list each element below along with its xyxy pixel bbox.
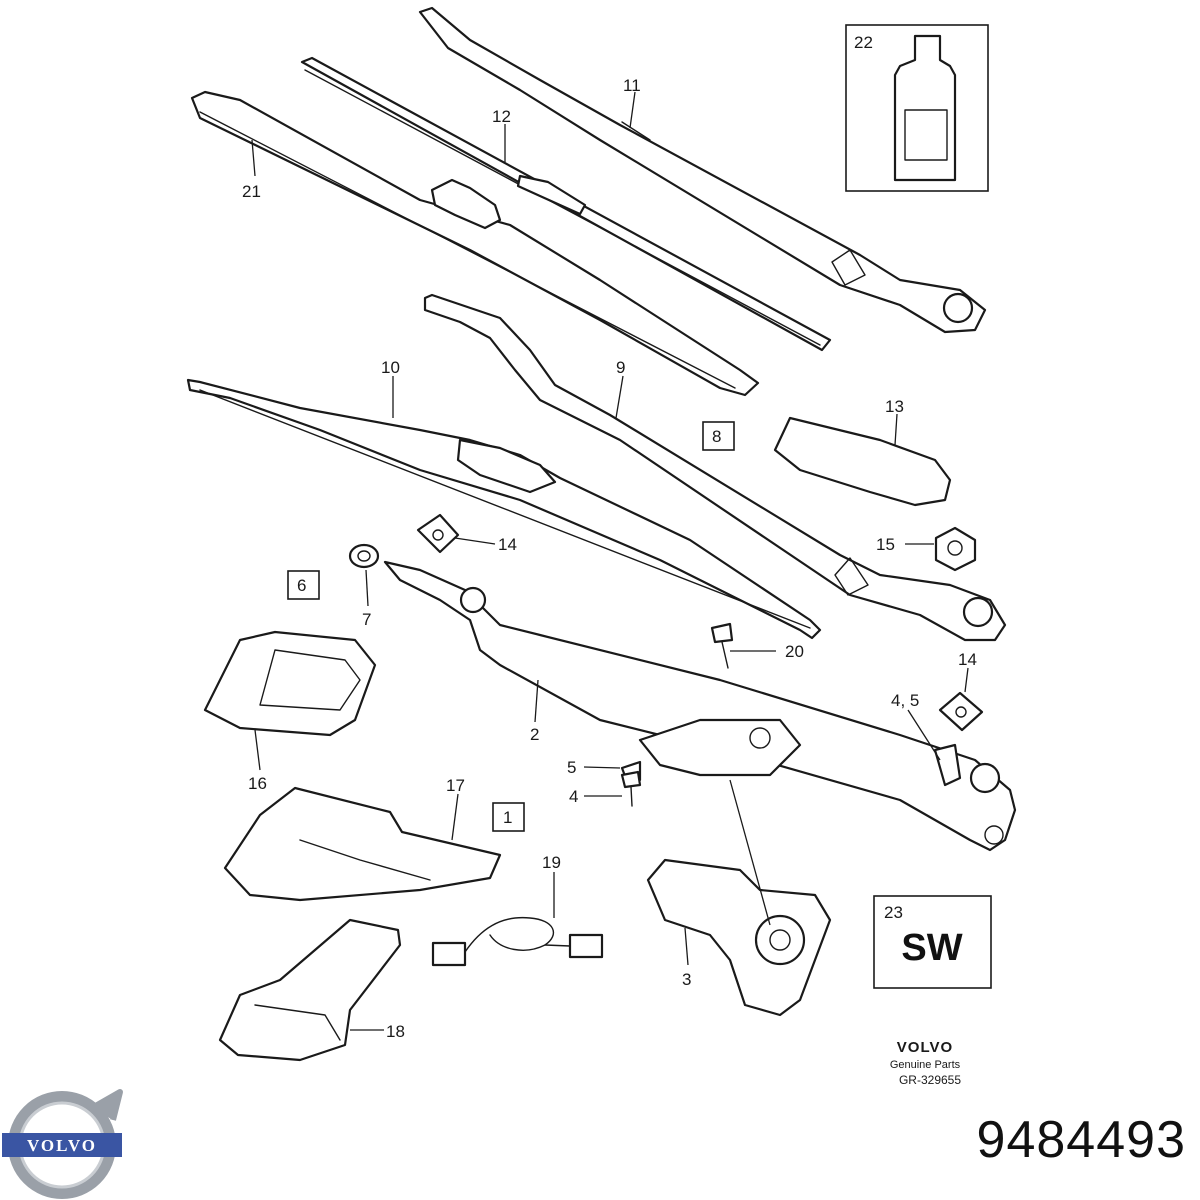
nut-15: [934, 526, 977, 572]
callout-14-upper: 14: [498, 535, 517, 554]
callout-16: 16: [248, 774, 267, 793]
callout-20: 20: [785, 642, 804, 661]
callout-13: 13: [885, 397, 904, 416]
bolt-20: [710, 622, 734, 669]
callout-4: 4: [569, 787, 578, 806]
callout-9: 9: [616, 358, 625, 377]
sw-box-23: 23 SW: [873, 895, 992, 989]
callout-18: 18: [386, 1022, 405, 1041]
callout-11: 11: [623, 76, 641, 95]
cover-16: [203, 630, 377, 737]
callout-8: 8: [712, 427, 721, 446]
clip-14-upper: [416, 513, 460, 554]
callout-3: 3: [682, 970, 691, 989]
motor-3: [646, 858, 832, 1017]
footer-subtitle: Genuine Parts: [890, 1059, 961, 1071]
arm-cover-13: [773, 416, 952, 507]
volvo-logo-text: VOLVO: [27, 1136, 97, 1155]
callout-19: 19: [542, 853, 561, 872]
callout-5: 5: [567, 758, 576, 777]
fluid-bottle-box: [845, 24, 989, 192]
linkage-2: [383, 560, 1017, 852]
callout-4-5: 4, 5: [891, 691, 919, 710]
part-number: 9484493: [976, 1111, 1186, 1169]
callout-1: 1: [503, 808, 512, 827]
leader-lines: [251, 91, 969, 1031]
callout-15: 15: [876, 535, 895, 554]
callout-10: 10: [381, 358, 400, 377]
callout-23: 23: [884, 903, 903, 922]
callout-box-8: [702, 421, 735, 451]
wiper-arm-9: [423, 293, 1007, 642]
bolt-4: [620, 770, 642, 807]
callout-12: 12: [492, 107, 511, 126]
grommet-7: [348, 543, 380, 569]
callout-7: 7: [362, 610, 371, 629]
callout-box-1: [492, 802, 525, 832]
sw-label: SW: [901, 927, 962, 969]
callout-17: 17: [446, 776, 465, 795]
callout-6: 6: [297, 576, 306, 595]
footer-ref: GR-329655: [899, 1073, 961, 1087]
cover-17: [223, 786, 502, 902]
cover-18: [218, 918, 402, 1062]
wiper-blade-10: [186, 378, 822, 640]
wiper-blade-12: [300, 56, 832, 352]
callout-box-6: [287, 570, 320, 600]
wiper-arm-11: [418, 6, 987, 334]
harness-19: [431, 916, 604, 967]
wiper-blade-21: [190, 90, 760, 397]
volvo-logo-band: [2, 1133, 122, 1157]
footer-brand: VOLVO: [897, 1039, 953, 1056]
callout-21: 21: [242, 182, 261, 201]
clip-14-lower: [938, 691, 984, 732]
callout-2: 2: [530, 725, 539, 744]
genuine-parts-footer: VOLVO Genuine Parts GR-329655: [890, 1039, 962, 1087]
volvo-logo: VOLVO: [2, 1089, 123, 1199]
callout-14-lower: 14: [958, 650, 977, 669]
callout-labels: 11 12 21 22 10 9 13 8 14 15 6 7 20 14 4,…: [242, 33, 977, 1041]
callout-22: 22: [854, 33, 873, 52]
